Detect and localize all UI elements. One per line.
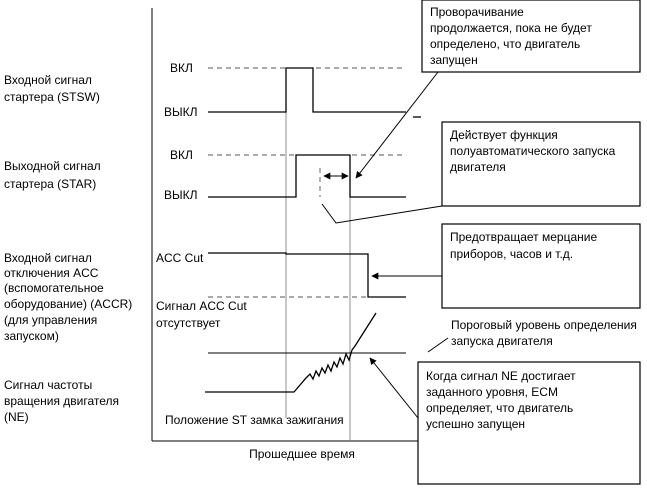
- semi-auto-callout-line3: двигателя: [450, 160, 506, 174]
- accr-label-line5: (для управления: [4, 313, 97, 327]
- threshold-label-line1: Пороговый уровень определения: [451, 318, 637, 332]
- signal-labels: Входной сигнал стартера (STSW) Выходной …: [4, 73, 132, 424]
- axes: Прошедшее время: [151, 8, 418, 461]
- star-waveform: [208, 154, 406, 198]
- ecm-callout-line1: Когда сигнал NE достигает: [426, 369, 576, 383]
- threshold-label-line2: запуска двигателя: [451, 334, 553, 348]
- flicker-callout-line1: Предотвращает мерцание: [450, 230, 597, 244]
- accr-label-line6: запуском): [4, 329, 59, 343]
- cranking-callout-line4: запущен: [430, 53, 478, 67]
- flicker-callout-line2: приборов, часов и т.д.: [450, 247, 573, 261]
- semi-auto-callout-box: [441, 121, 641, 207]
- accr-waveform: [208, 252, 406, 298]
- stsw-low-label: ВЫКЛ: [164, 105, 198, 119]
- ecm-callout-line2: заданного уровня, ECM: [426, 385, 558, 399]
- accr-low-label-line2: отсутствует: [156, 316, 221, 330]
- cranking-callout-box: [421, 0, 641, 73]
- ne-label-line1: Сигнал частоты: [4, 378, 92, 392]
- stsw-high-label: ВКЛ: [170, 61, 193, 75]
- x-axis-label: Прошедшее время: [249, 447, 355, 461]
- accr-label-line1: Входной сигнал: [4, 251, 92, 265]
- threshold-leader: [427, 337, 449, 353]
- level-labels: ВКЛ ВЫКЛ ВКЛ ВЫКЛ ACC Cut Сигнал ACC Cut…: [156, 61, 247, 330]
- cranking-callout-line1: Проворачивание: [430, 5, 524, 19]
- semi-auto-callout-line1: Действует функция: [450, 128, 558, 142]
- cranking-callout-line3: определено, что двигатель: [430, 37, 580, 51]
- ne-waveform: [205, 312, 406, 393]
- accr-high-label: ACC Cut: [156, 251, 204, 265]
- cranking-leader: [355, 71, 439, 179]
- accr-label-line3: (вспомогательное: [4, 281, 104, 295]
- ecm-callout-line4: успешно запущен: [426, 417, 525, 431]
- ne-label-line2: вращения двигателя: [4, 394, 119, 408]
- accr-pulse: [208, 252, 406, 298]
- ne-label-line3: (NE): [4, 410, 29, 424]
- accr-label-line4: оборудование) (ACCR): [4, 297, 132, 311]
- stsw-label-line2: стартера (STSW): [4, 90, 100, 104]
- cranking-callout-line2: продолжается, пока не будет: [430, 21, 592, 35]
- star-high-label: ВКЛ: [170, 148, 193, 162]
- semi-auto-callout-line2: полуавтоматического запуска: [450, 144, 616, 158]
- star-pulse: [208, 154, 406, 198]
- star-label-line2: стартера (STAR): [4, 177, 96, 191]
- st-position-label: Положение ST замка зажигания: [165, 413, 344, 427]
- accr-low-label-line1: Сигнал ACC Cut: [156, 299, 247, 313]
- stsw-waveform: [208, 67, 421, 118]
- ecm-leader: [369, 357, 419, 419]
- accr-label-line2: отключения ACC: [4, 266, 99, 280]
- stsw-label-line1: Входной сигнал: [4, 73, 92, 87]
- star-low-label: ВЫКЛ: [164, 188, 198, 202]
- ecm-callout-box: [417, 361, 641, 485]
- stsw-pulse: [208, 67, 406, 113]
- semi-auto-leader: [321, 203, 443, 224]
- star-label-line1: Выходной сигнал: [4, 159, 101, 173]
- ne-rpm-curve: [205, 312, 377, 393]
- flicker-callout-box: [441, 223, 641, 309]
- ecm-callout-line3: определяет, что двигатель: [426, 401, 573, 415]
